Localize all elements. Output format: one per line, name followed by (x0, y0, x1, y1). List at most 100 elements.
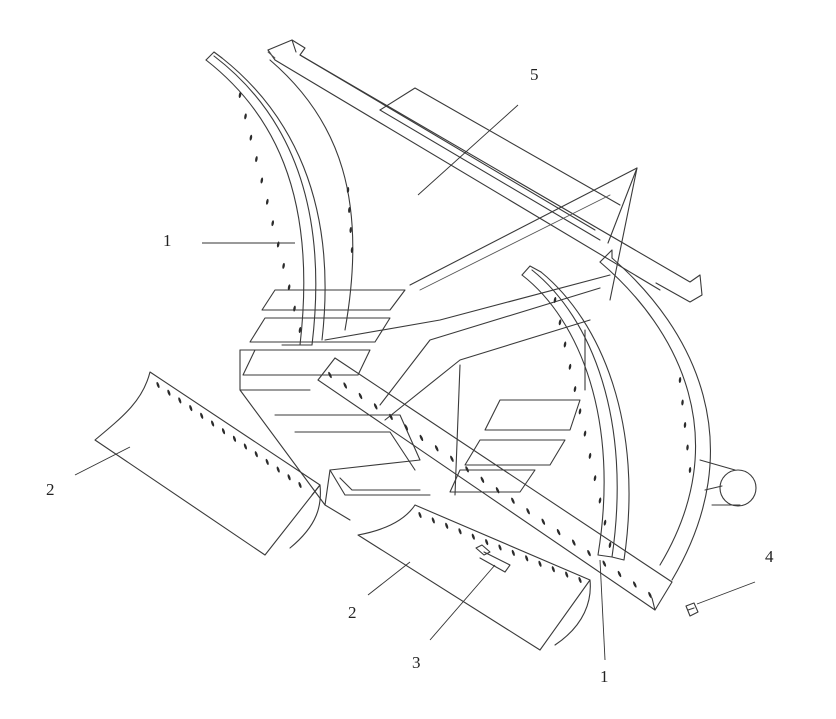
hole (571, 539, 576, 546)
hole (271, 220, 274, 227)
hole (276, 466, 280, 473)
nut-part-4 (685, 602, 699, 617)
hole (678, 377, 682, 383)
hole (418, 511, 422, 519)
hole (511, 549, 515, 556)
leader-5 (417, 104, 519, 196)
central-blade-block (239, 274, 611, 521)
hole (343, 382, 348, 389)
callout-1-right: 1 (600, 667, 609, 686)
hole (156, 381, 160, 389)
hole (200, 412, 204, 419)
hole (373, 403, 378, 410)
hole (276, 241, 280, 248)
hole (465, 466, 469, 473)
hole (558, 319, 562, 326)
roller-part (699, 459, 757, 507)
hole (238, 92, 242, 98)
hole (458, 528, 462, 535)
hole (404, 424, 409, 431)
hole (588, 452, 592, 459)
hole (450, 455, 454, 462)
hole (598, 497, 602, 504)
hole (583, 430, 587, 437)
callout-1-left: 1 (163, 231, 172, 250)
hole (526, 508, 530, 515)
hole (573, 386, 577, 393)
hole (243, 443, 247, 450)
leader-3 (429, 564, 496, 641)
hole (681, 399, 684, 406)
hole (389, 413, 393, 421)
hole (265, 458, 269, 465)
hole (565, 571, 569, 578)
hole (603, 519, 607, 526)
hole (244, 113, 247, 120)
hole (350, 247, 354, 253)
curved-rib-right-part-1 (521, 249, 711, 581)
hole (298, 327, 302, 333)
hole (298, 481, 302, 489)
leader-1-right (599, 559, 606, 661)
hole (632, 581, 637, 588)
hole (167, 389, 171, 396)
hole (255, 156, 258, 163)
hole (683, 422, 687, 428)
callout-3: 3 (412, 653, 421, 672)
hole (221, 428, 226, 435)
leader-2-left (74, 446, 131, 476)
hole (617, 570, 622, 578)
hole (419, 434, 424, 442)
hole (593, 475, 597, 482)
hole (480, 476, 485, 483)
hole (178, 397, 182, 404)
bolt-part-3 (475, 544, 511, 573)
leader-4 (696, 581, 756, 605)
mounting-frame-part-5 (267, 39, 703, 303)
hole (587, 549, 591, 557)
hole (349, 227, 352, 233)
hole (282, 262, 285, 269)
hole (266, 198, 269, 205)
hole (578, 408, 582, 415)
mounting-holes (156, 92, 692, 599)
hole (578, 576, 582, 584)
hole (287, 284, 291, 291)
leader-2-right (367, 561, 411, 596)
hole (189, 405, 193, 412)
callout-4: 4 (765, 547, 774, 566)
hole (211, 420, 215, 427)
hole (686, 444, 689, 451)
blade-right-part-2 (357, 504, 591, 651)
hole (287, 474, 291, 481)
hole (525, 555, 529, 562)
hole (293, 305, 296, 312)
hole (538, 560, 542, 567)
hole (551, 566, 555, 573)
hole (348, 207, 351, 213)
hole (445, 522, 449, 529)
hole (471, 533, 475, 540)
hole (511, 497, 515, 504)
hole (346, 187, 350, 193)
hole (232, 435, 237, 442)
curved-rib-left-part-1 (205, 51, 354, 346)
hole (648, 591, 652, 599)
hole (498, 544, 502, 551)
blade-left-part-2 (94, 371, 321, 556)
callout-2-left: 2 (46, 480, 55, 499)
diagonal-edge-bar (317, 357, 673, 611)
hole (249, 134, 253, 141)
hole (563, 341, 567, 348)
hole (495, 487, 500, 494)
hole (254, 451, 258, 458)
hole (434, 445, 439, 452)
hole (260, 177, 264, 184)
callout-5: 5 (530, 65, 539, 84)
hole (602, 560, 607, 567)
callout-2-right: 2 (348, 603, 357, 622)
hole (688, 467, 692, 473)
hole (431, 517, 435, 524)
hole (553, 297, 557, 303)
